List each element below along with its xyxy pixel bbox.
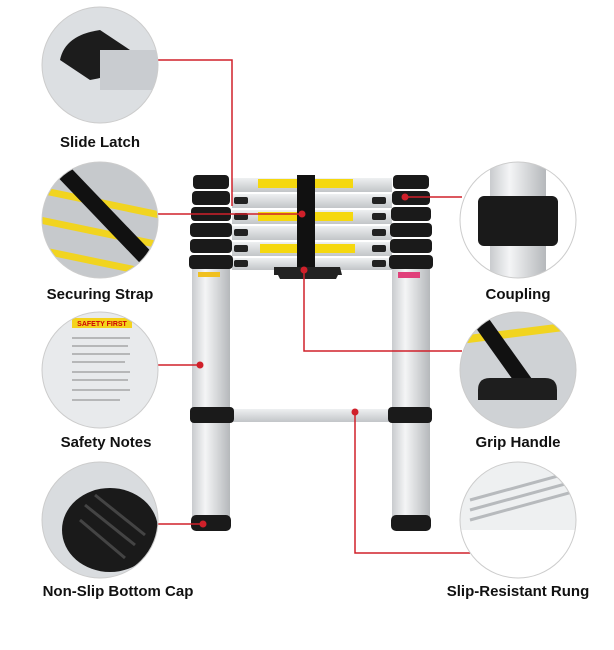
label-safety-notes: Safety Notes	[60, 434, 152, 451]
detail-rung	[460, 462, 576, 578]
bottom-rung	[230, 409, 392, 422]
grip-handle	[274, 267, 342, 279]
detail-slide-latch	[42, 7, 158, 123]
left-pole	[192, 268, 230, 518]
svg-text:SAFETY FIRST: SAFETY FIRST	[77, 321, 127, 328]
label-slide-latch: Slide Latch	[59, 134, 141, 151]
label-grip-handle: Grip Handle	[475, 434, 561, 451]
securing-strap	[297, 175, 315, 270]
callout-dots	[196, 193, 409, 528]
bottom-cap-left	[191, 515, 231, 531]
right-pole	[392, 268, 430, 518]
detail-securing-strap	[42, 162, 158, 278]
detail-coupling	[460, 162, 576, 278]
circle-borders	[41, 6, 577, 579]
coupling-caps	[189, 175, 433, 269]
bottom-cap-right	[391, 515, 431, 531]
ladder	[189, 175, 433, 531]
label-securing-strap: Securing Strap	[46, 286, 154, 303]
callout-lines	[158, 59, 470, 554]
label-coupling: Coupling	[485, 286, 551, 303]
label-slip-resistant-rung: Slip-Resistant Rung	[446, 583, 590, 600]
label-non-slip-bottom-cap: Non-Slip Bottom Cap	[42, 583, 194, 600]
detail-bottom-cap	[42, 462, 158, 578]
detail-safety-notes: SAFETY FIRST	[42, 312, 158, 428]
